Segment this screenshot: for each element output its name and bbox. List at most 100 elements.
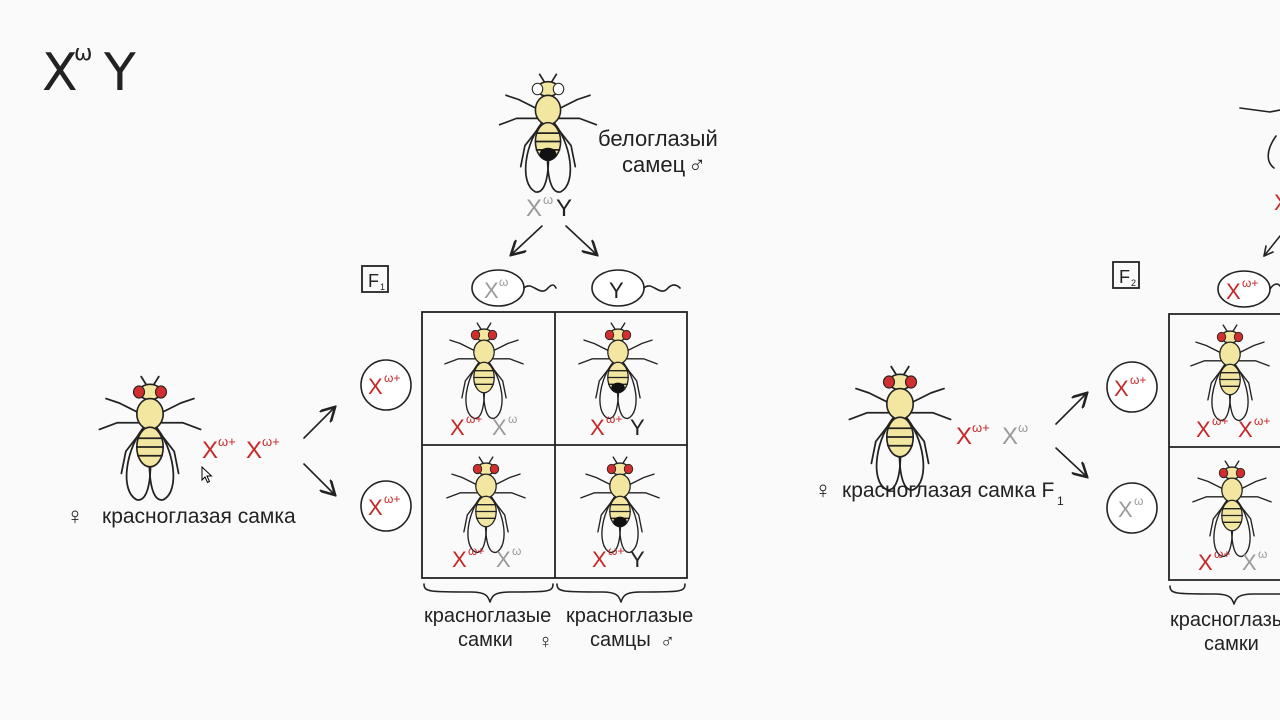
arrow-icon	[303, 408, 334, 439]
svg-text:X: X	[590, 415, 605, 440]
svg-text:ω+: ω+	[1130, 373, 1146, 387]
female-symbol-icon: ♀	[66, 503, 84, 530]
punnett-cell: X ω+ Y	[578, 322, 658, 440]
punnett-square-f2	[1168, 313, 1280, 581]
f1-tag: F 1	[361, 265, 389, 293]
f2-tag: F 2	[1112, 261, 1140, 289]
svg-text:X: X	[484, 278, 499, 303]
svg-text:F: F	[1119, 267, 1130, 287]
female-parent-label: красноглазая самка	[102, 505, 296, 528]
partial-fly-leg	[1239, 107, 1280, 113]
svg-text:X: X	[1238, 417, 1253, 442]
svg-text:ω+: ω+	[218, 434, 236, 449]
svg-text:X: X	[1226, 279, 1241, 304]
gamete-left-1: X ω+	[360, 359, 412, 411]
f1-female-genotype: X ω+ X ω	[956, 420, 1028, 450]
punnett-cell: X ω+ X ω	[1192, 460, 1272, 575]
gamete-top-2: Y	[591, 269, 681, 307]
svg-text:X: X	[452, 547, 467, 572]
svg-text:X: X	[1118, 497, 1133, 522]
svg-text:ω: ω	[1018, 420, 1028, 435]
svg-text:X: X	[450, 415, 465, 440]
svg-text:ω: ω	[74, 41, 92, 66]
svg-text:X: X	[1002, 423, 1018, 450]
female-parent-fly	[98, 375, 202, 501]
svg-text:X: X	[1114, 376, 1129, 401]
arrow-icon	[1263, 235, 1280, 257]
svg-text:X: X	[202, 437, 218, 464]
caption-right-line2: самцы	[590, 629, 651, 651]
gamete-top-1: X ω	[471, 269, 557, 307]
svg-text:Y: Y	[630, 547, 645, 572]
svg-text:ω: ω	[543, 192, 553, 207]
svg-text:X: X	[246, 437, 262, 464]
svg-text:ω+: ω+	[1212, 414, 1228, 428]
svg-text:ω: ω	[1258, 547, 1267, 561]
svg-text:ω: ω	[508, 412, 517, 426]
caption-left-line1: красноглазые	[424, 605, 551, 627]
svg-text:Y: Y	[630, 415, 645, 440]
svg-text:ω+: ω+	[606, 412, 622, 426]
brace-icon	[423, 583, 554, 603]
svg-text:ω+: ω+	[608, 544, 624, 558]
svg-text:X: X	[592, 547, 607, 572]
svg-text:X: X	[496, 547, 511, 572]
svg-text:Y: Y	[609, 278, 624, 303]
f2-gamete-top-1: X ω+	[1217, 270, 1280, 308]
arrow-icon	[565, 225, 596, 254]
svg-text:X: X	[1198, 550, 1213, 575]
arrow-icon	[1263, 245, 1274, 257]
svg-text:X: X	[1196, 417, 1211, 442]
gamete-left-2: X ω+	[360, 480, 412, 532]
svg-text:ω+: ω+	[1214, 547, 1230, 561]
arrow-icon	[1055, 447, 1086, 476]
female-symbol-icon: ♀	[814, 477, 832, 504]
svg-text:ω+: ω+	[1242, 276, 1258, 290]
male-parent-fly	[498, 73, 598, 193]
svg-text:Y: Y	[556, 195, 572, 222]
svg-text:ω+: ω+	[262, 434, 280, 449]
punnett-cell: X ω+ Y	[580, 456, 660, 572]
f1-female-label: красноглазая самка F	[842, 479, 1054, 502]
f2-caption-line1: красноглазые	[1170, 609, 1280, 631]
punnett-cell: X ω+ X ω	[444, 322, 524, 440]
svg-text:F: F	[368, 271, 379, 291]
svg-text:ω: ω	[1134, 494, 1143, 508]
punnett-cell: X ω+ X ω+	[1190, 324, 1270, 442]
svg-text:X: X	[42, 43, 78, 103]
f2-caption-line2: самки	[1204, 633, 1259, 655]
svg-text:ω+: ω+	[466, 412, 482, 426]
svg-text:1: 1	[380, 282, 385, 292]
svg-text:2: 2	[1131, 278, 1136, 288]
svg-text:ω+: ω+	[384, 492, 400, 506]
svg-text:Y: Y	[103, 43, 136, 103]
svg-text:ω: ω	[512, 544, 521, 558]
corner-genotype-label: X ω Y	[42, 41, 136, 103]
partial-fly-wing	[1267, 135, 1277, 169]
svg-text:ω: ω	[499, 275, 508, 289]
male-parent-label-line1: белоглазый	[598, 126, 718, 151]
brace-icon	[1169, 585, 1280, 605]
svg-text:ω+: ω+	[1254, 414, 1270, 428]
caption-right-line1: красноглазые	[566, 605, 693, 627]
svg-text:X: X	[368, 374, 383, 399]
f2-gamete-left-1: X ω+	[1106, 361, 1158, 413]
f1-female-label-sub: 1	[1057, 494, 1064, 508]
partial-genotype-letter: X	[1274, 190, 1280, 215]
f2-gamete-left-2: X ω	[1106, 482, 1158, 534]
male-parent-genotype: X ω Y	[526, 192, 572, 222]
male-symbol-icon: ♂	[688, 152, 706, 179]
female-symbol-icon: ♀	[538, 631, 553, 653]
arrow-icon	[303, 463, 334, 494]
punnett-cell: X ω+ X ω	[446, 456, 526, 572]
svg-text:X: X	[526, 195, 542, 222]
brace-icon	[556, 583, 686, 603]
svg-text:ω+: ω+	[972, 420, 990, 435]
svg-text:ω+: ω+	[468, 544, 484, 558]
svg-text:X: X	[956, 423, 972, 450]
punnett-square-f1	[421, 311, 688, 579]
f1-female-fly	[848, 365, 952, 491]
arrow-icon	[1055, 394, 1086, 425]
female-parent-genotype: X ω+ X ω+	[202, 434, 280, 464]
